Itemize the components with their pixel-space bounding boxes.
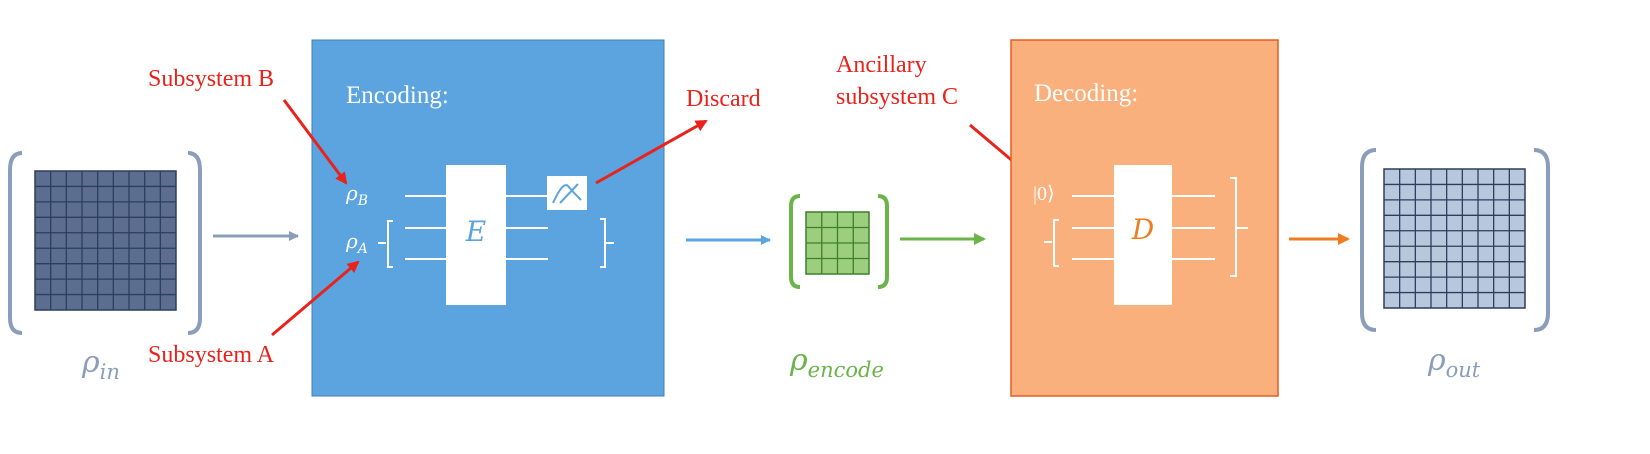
ancillary-label-line1: Ancillary xyxy=(836,52,927,78)
input-left-bracket xyxy=(8,151,23,335)
encoded-density-matrix xyxy=(789,194,889,289)
subsystem-b-arrow xyxy=(282,99,348,185)
encoding-box: Encoding: ρB ρA E xyxy=(311,39,665,397)
decoding-box: Decoding: |0⟩ D xyxy=(1010,39,1279,397)
discard-arrow xyxy=(595,119,708,185)
encoder-gate xyxy=(446,165,506,305)
encoded-left-bracket xyxy=(789,194,801,289)
rho-a-label: ρA xyxy=(345,229,368,257)
decoding-left-brace xyxy=(1053,219,1059,267)
encoded-grid xyxy=(805,211,870,275)
decoder-gate xyxy=(1114,165,1172,305)
output-grid xyxy=(1383,168,1526,309)
encoding-title: Encoding: xyxy=(346,82,449,109)
input-grid xyxy=(34,170,177,311)
ancillary-label-line2: subsystem C xyxy=(836,84,958,110)
decoding-title: Decoding: xyxy=(1034,80,1138,107)
decoder-gate-label: D xyxy=(1131,213,1154,246)
rho-in-label: ρin xyxy=(81,345,120,384)
rho-b-label: ρB xyxy=(345,181,368,209)
encoded-right-bracket xyxy=(877,194,889,289)
subsystem-a-label: Subsystem A xyxy=(148,342,275,368)
subsystem-b-label: Subsystem B xyxy=(148,66,274,92)
input-right-bracket xyxy=(187,151,202,335)
output-matrix-background xyxy=(1383,168,1526,309)
ket-zero-label: |0⟩ xyxy=(1033,183,1055,205)
measurement-meter-icon xyxy=(552,184,582,204)
rho-encode-label: ρencode xyxy=(789,343,884,382)
output-density-matrix xyxy=(1360,148,1550,332)
encoder-gate-label: E xyxy=(465,215,486,248)
measurement-discard-box xyxy=(547,176,587,210)
input-matrix-background xyxy=(34,170,177,311)
input-density-matrix xyxy=(8,151,202,335)
output-left-bracket xyxy=(1360,148,1377,332)
measurement-needle-icon xyxy=(559,183,579,204)
encoding-left-brace xyxy=(387,220,393,268)
rho-out-label: ρout xyxy=(1427,343,1481,382)
subsystem-a-arrow xyxy=(271,260,360,337)
output-right-bracket xyxy=(1533,148,1550,332)
discard-label: Discard xyxy=(686,86,761,112)
